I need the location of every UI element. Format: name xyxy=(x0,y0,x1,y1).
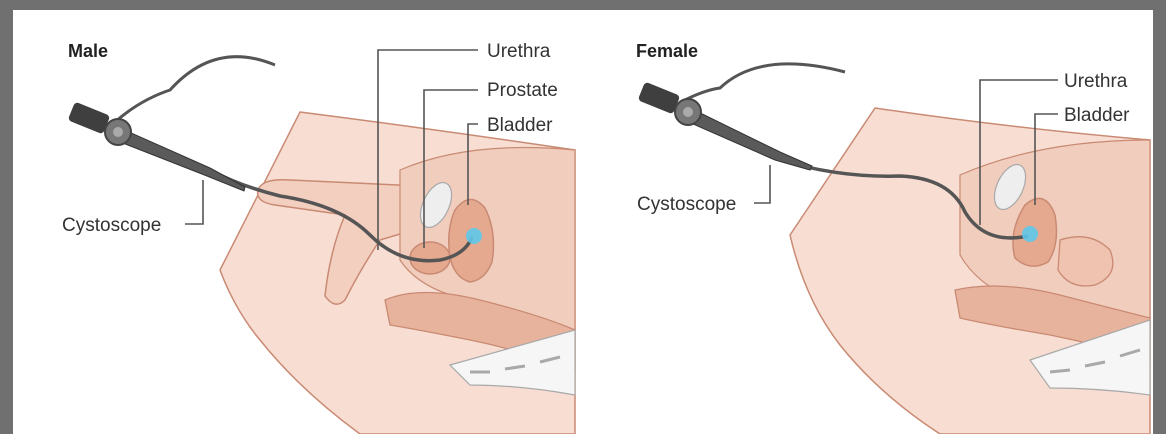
male-panel xyxy=(68,50,575,434)
cystoscope-icon xyxy=(68,102,245,191)
male-cystoscope-leader xyxy=(185,180,203,224)
male-urethra-label: Urethra xyxy=(487,41,551,62)
bladder-tip-highlight xyxy=(466,228,482,244)
female-urethra-label: Urethra xyxy=(1064,71,1128,92)
female-bladder-label: Bladder xyxy=(1064,105,1130,126)
male-bladder-label: Bladder xyxy=(487,115,553,136)
male-heading: Male xyxy=(68,41,108,61)
female-cystoscope-cable xyxy=(685,64,845,100)
male-cystoscope-cable xyxy=(115,57,275,122)
female-heading: Female xyxy=(636,41,698,61)
cystoscope-icon xyxy=(638,82,812,170)
male-prostate-label: Prostate xyxy=(487,80,558,101)
male-cystoscope-label: Cystoscope xyxy=(62,215,161,236)
female-cystoscope-label: Cystoscope xyxy=(637,194,736,215)
bladder-tip-highlight xyxy=(1022,226,1038,242)
female-cystoscope-leader xyxy=(754,165,770,203)
